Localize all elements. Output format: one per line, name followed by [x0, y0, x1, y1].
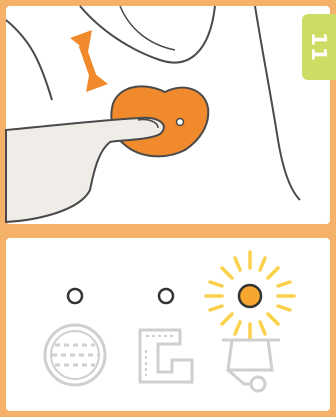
- step-badge: 11: [302, 14, 336, 80]
- pad-hole: [177, 119, 184, 126]
- indicator-light-3: [239, 285, 261, 307]
- step-number: 11: [307, 32, 331, 62]
- bottom-panel: [6, 238, 330, 411]
- bottom-panel-bg: [6, 238, 330, 411]
- top-panel: [6, 6, 330, 224]
